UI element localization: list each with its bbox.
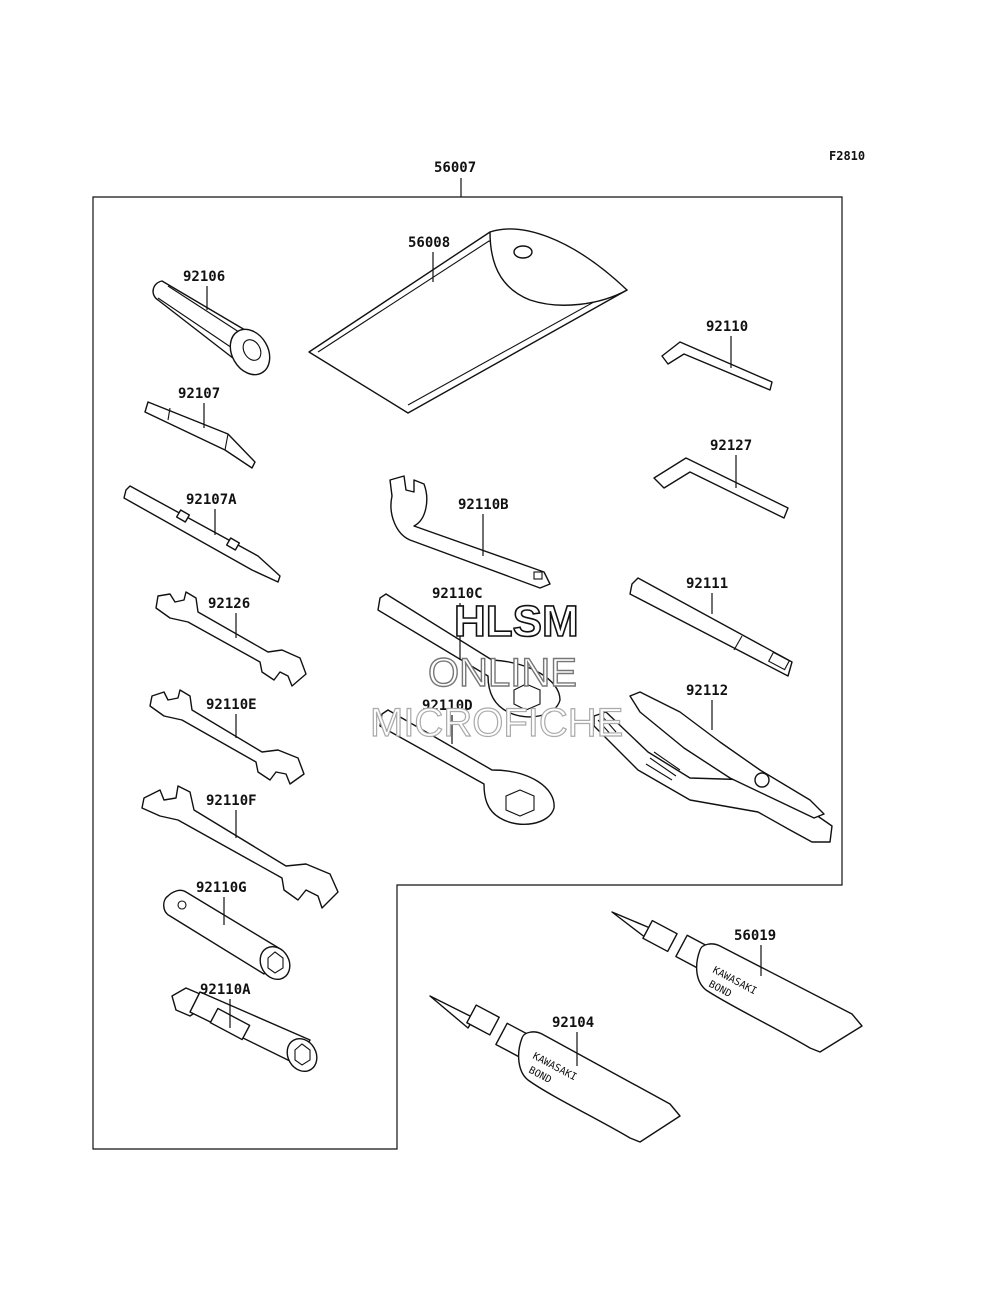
tool-kit-outline	[92, 196, 843, 1150]
socket-adapter-part	[152, 280, 271, 376]
label-92126: 92126	[208, 596, 250, 612]
open-end-wrench-92110f-part	[141, 785, 339, 909]
label-92110a: 92110A	[200, 982, 251, 998]
label-92110: 92110	[706, 319, 748, 335]
label-92110d: 92110D	[422, 698, 473, 714]
box-wrench-92110g-part	[163, 889, 291, 981]
label-92112: 92112	[686, 683, 728, 699]
open-end-wrench-92126-part	[155, 591, 307, 687]
label-56008: 56008	[408, 235, 450, 251]
tool-pouch-part	[308, 228, 628, 414]
watermark-line2: ONLINE	[428, 651, 577, 695]
extension-handle-part	[629, 577, 793, 677]
bond-tube-56019-part: KAWASAKI BOND	[611, 911, 863, 1053]
box-wrench-92110d-part	[379, 709, 555, 825]
spark-plug-wrench-part	[171, 987, 318, 1073]
label-92110c: 92110C	[432, 586, 483, 602]
screwdriver-bit-part	[144, 401, 256, 469]
label-92111: 92111	[686, 576, 728, 592]
hex-key-92127-part	[653, 457, 789, 519]
box-wrench-92110c-part	[377, 593, 561, 718]
watermark-line1: HLSM	[454, 597, 579, 646]
double-screwdriver-part	[123, 485, 281, 583]
label-92127: 92127	[710, 438, 752, 454]
hook-spanner-part	[389, 475, 551, 589]
label-92104: 92104	[552, 1015, 594, 1031]
figure-code: F2810	[829, 149, 865, 163]
label-92106: 92106	[183, 269, 225, 285]
pliers-part	[593, 691, 833, 843]
label-92110b: 92110B	[458, 497, 509, 513]
open-end-wrench-92110e-part	[149, 689, 305, 785]
label-92110g: 92110G	[196, 880, 247, 896]
bond-tube-92104-part: KAWASAKI BOND	[429, 995, 681, 1143]
label-92110e: 92110E	[206, 697, 257, 713]
label-92107a: 92107A	[186, 492, 237, 508]
hex-key-92110-part	[661, 341, 773, 391]
watermark-line3: MICROFICHE	[370, 701, 623, 745]
label-92110f: 92110F	[206, 793, 257, 809]
label-56007: 56007	[434, 160, 476, 176]
label-56019: 56019	[734, 928, 776, 944]
label-92107: 92107	[178, 386, 220, 402]
